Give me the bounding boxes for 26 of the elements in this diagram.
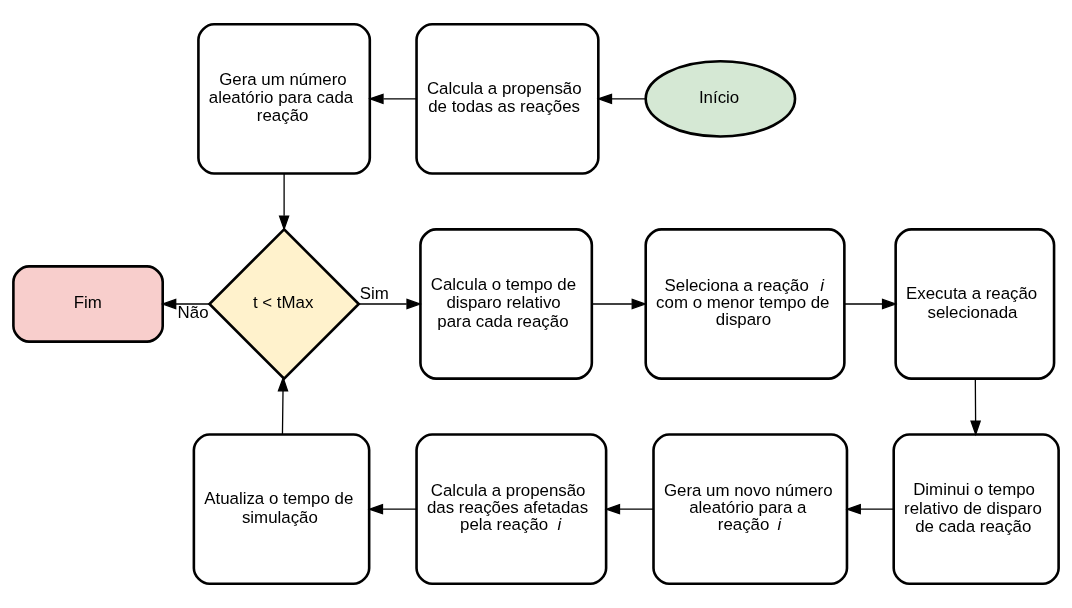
node-box: Executa a reação selecionada [894, 228, 1056, 380]
arrow [844, 298, 898, 310]
arrow [367, 503, 417, 515]
node-diamond: t < tMax [207, 227, 361, 381]
node-box: Seleciona a reação i com o menor tempo de disparo [644, 228, 846, 380]
arrow [278, 173, 290, 232]
arrow [277, 375, 289, 436]
arrow [604, 503, 654, 515]
node-box: Calcula a propensão de todas as reações [415, 22, 600, 175]
arrow [845, 503, 895, 515]
arrow [591, 298, 648, 310]
edge-label: Não [177, 302, 209, 322]
node-box: Gera um número aleatório para cada reação [197, 22, 372, 175]
arrow [160, 298, 210, 310]
node-box: Calcula o tempo de disparo relativo para cada reação [419, 228, 594, 380]
node-box: Calcula a propensão das reações afetadas pela reação i [415, 433, 608, 586]
node-box: Fim [12, 265, 164, 343]
arrow [970, 378, 982, 437]
arrow [358, 298, 422, 310]
arrow [368, 93, 417, 105]
node-ellipse: Início [644, 59, 797, 138]
node-box: Diminui o tempo relativo de disparo de cada reação [892, 433, 1060, 586]
arrow [596, 93, 647, 105]
edge-label: Sim [359, 284, 389, 304]
node-box: Atualiza o tempo de simulação [192, 433, 371, 586]
node-box: Gera um novo número aleatório para a reação i [652, 433, 849, 586]
